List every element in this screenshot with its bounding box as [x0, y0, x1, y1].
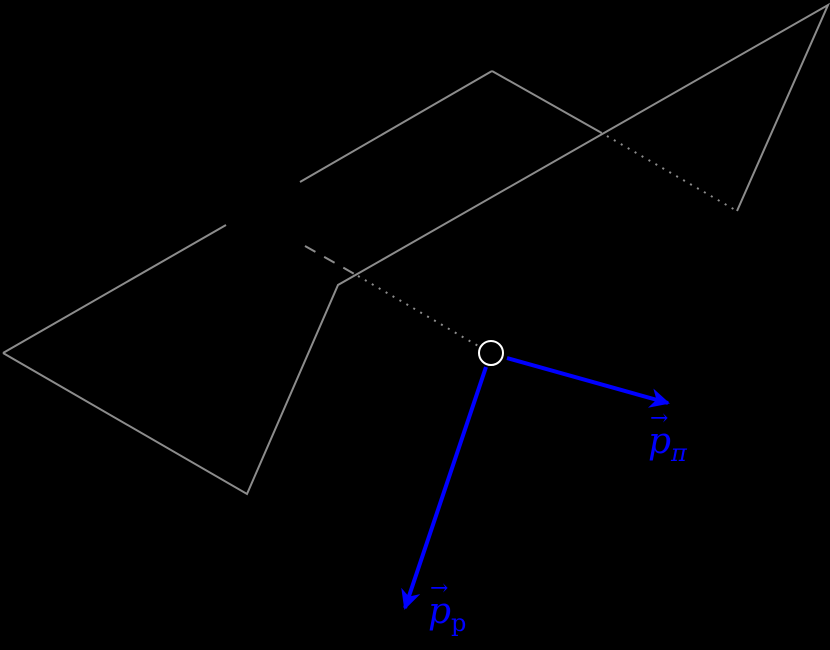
label-p-p: pp [428, 578, 467, 637]
label-p-pi-subscript: π [671, 439, 687, 467]
rear-plane-edge-top-left [299, 70, 493, 183]
point-marker [478, 340, 504, 366]
vector-p-p-arrow [401, 366, 488, 610]
vector-p-pi-arrow [506, 356, 670, 408]
rear-plane [2, 70, 738, 354]
front-plane [2, 2, 830, 496]
rear-plane-hidden-dashed [304, 245, 359, 277]
front-plane-outline [2, 2, 830, 496]
label-p-p-subscript: p [451, 609, 467, 637]
rear-plane-hidden-dotted [599, 131, 738, 212]
rear-plane-edge-left [2, 224, 227, 354]
label-p-pi-base: p [648, 408, 671, 460]
label-p-p-base: p [428, 578, 451, 630]
projection-dotted-line [357, 275, 481, 348]
rear-plane-edge-top-right [491, 70, 601, 133]
label-p-pi: pπ [648, 408, 687, 467]
vectors [401, 356, 670, 610]
